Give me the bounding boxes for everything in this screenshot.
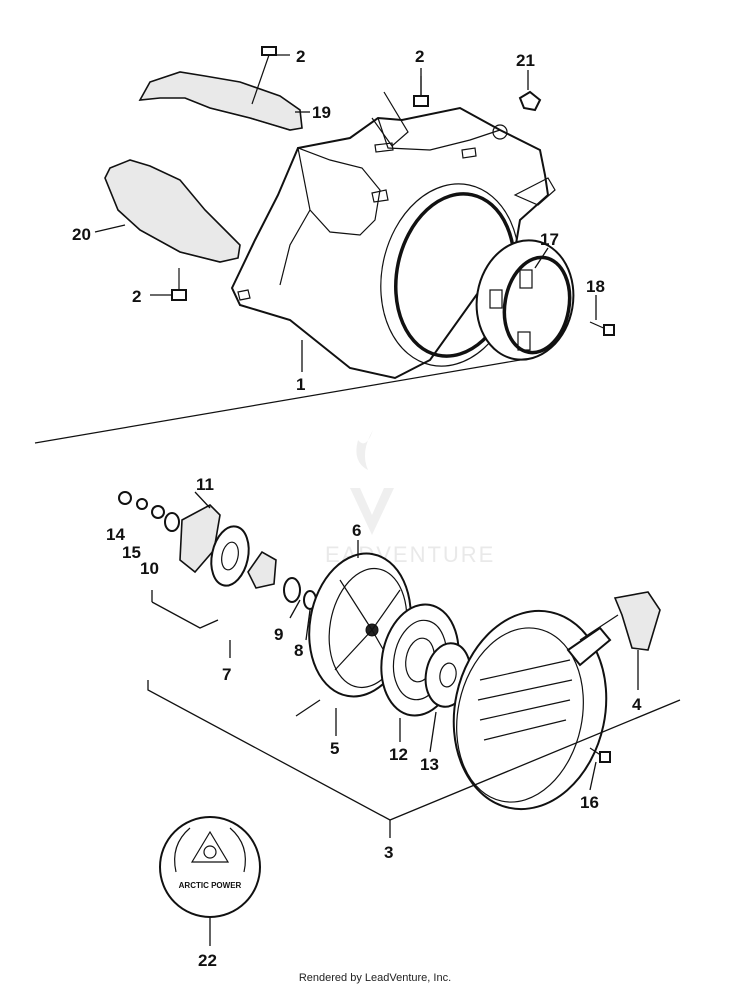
label-17: 17 — [540, 230, 559, 249]
label-12: 12 — [389, 745, 408, 764]
emblem-text: ARCTIC POWER — [179, 881, 242, 890]
label-15: 15 — [122, 543, 141, 562]
label-20: 20 — [72, 225, 91, 244]
label-9: 9 — [274, 625, 283, 644]
screw-2-bottom — [171, 268, 187, 301]
lower-leaders — [147, 491, 681, 946]
label-19: 19 — [312, 103, 331, 122]
side-cover-20 — [104, 159, 241, 263]
upper-leaders — [94, 54, 597, 372]
starter-housing-3 — [452, 591, 661, 811]
screw-16 — [589, 747, 611, 763]
small-hardware-stack — [118, 491, 317, 610]
label-7: 7 — [222, 665, 231, 684]
leadventure-watermark: EADVENTURE — [325, 430, 493, 567]
label-1: 1 — [296, 375, 305, 394]
footer-credit: Rendered by LeadVenture, Inc. — [298, 972, 452, 984]
bolt-18 — [589, 321, 615, 336]
label-21: 21 — [516, 51, 535, 70]
label-18: 18 — [586, 277, 605, 296]
label-11: 11 — [196, 475, 214, 494]
label-16: 16 — [580, 793, 599, 812]
separator-line — [34, 359, 521, 444]
label-22: 22 — [198, 951, 217, 970]
clip-21 — [518, 90, 542, 112]
label-14: 14 — [106, 525, 125, 544]
label-4: 4 — [632, 695, 642, 714]
starter-cup-17 — [475, 239, 575, 361]
label-8: 8 — [294, 641, 303, 660]
label-2-bottom: 2 — [132, 287, 141, 306]
label-13: 13 — [420, 755, 439, 774]
label-2-top: 2 — [296, 47, 305, 66]
label-3: 3 — [384, 843, 393, 862]
arctic-power-emblem: ARCTIC POWER — [159, 816, 261, 918]
upper-cover-19 — [138, 71, 303, 131]
label-10: 10 — [140, 559, 159, 578]
label-2-middle: 2 — [415, 47, 424, 66]
label-6: 6 — [352, 521, 361, 540]
screw-2-top — [251, 46, 277, 105]
label-5: 5 — [330, 739, 339, 758]
